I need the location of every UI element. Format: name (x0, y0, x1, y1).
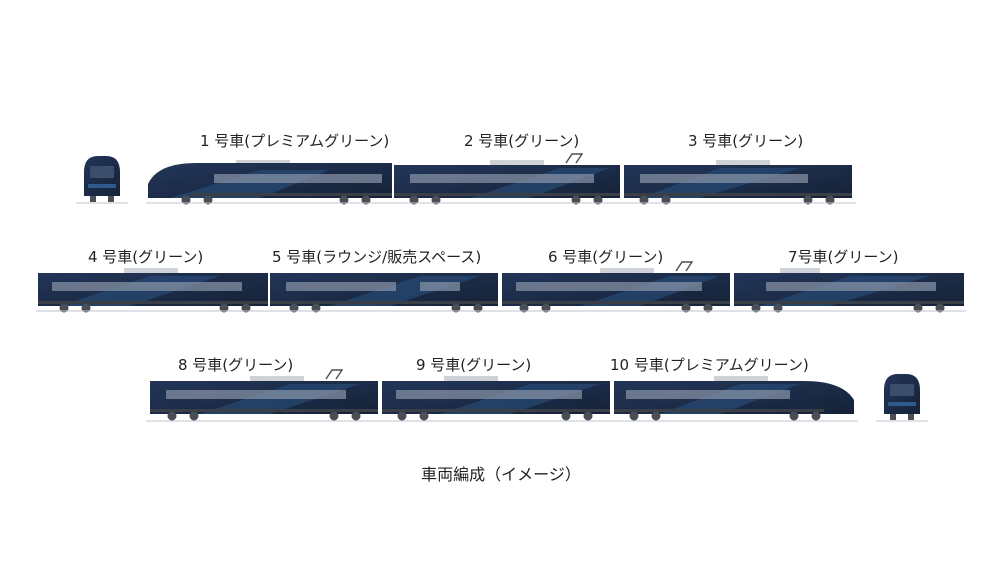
car-label-8: 8 号車(グリーン) (178, 356, 293, 374)
car-1 (148, 160, 392, 205)
car-label-7: 7号車(グリーン) (788, 248, 899, 266)
car-label-2: 2 号車(グリーン) (464, 132, 579, 150)
car-5 (270, 273, 498, 313)
car-8 (150, 369, 378, 421)
car-label-10: 10 号車(プレミアムグリーン) (610, 356, 809, 374)
car-4 (38, 268, 268, 313)
car-7 (734, 268, 964, 313)
caption: 車両編成（イメージ） (421, 465, 581, 484)
car-label-3: 3 号車(グリーン) (688, 132, 803, 150)
car-label-9: 9 号車(グリーン) (416, 356, 531, 374)
car-label-5: 5 号車(ラウンジ/販売スペース) (272, 248, 481, 266)
car-9 (382, 376, 610, 421)
car-3 (624, 160, 852, 205)
car-label-4: 4 号車(グリーン) (88, 248, 203, 266)
front-view-left (76, 156, 128, 204)
front-view-right (876, 374, 928, 422)
car-label-6: 6 号車(グリーン) (548, 248, 663, 266)
car-10 (614, 376, 854, 421)
car-2 (394, 153, 620, 205)
car-6 (502, 261, 730, 313)
car-label-1: 1 号車(プレミアムグリーン) (200, 132, 389, 150)
